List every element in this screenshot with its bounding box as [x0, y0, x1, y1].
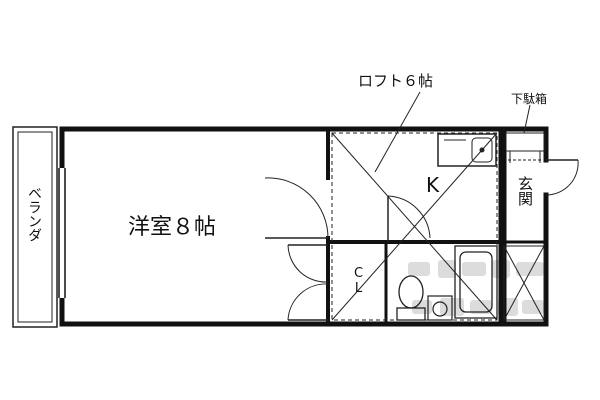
bathtub — [454, 245, 498, 319]
closet-doors — [287, 244, 329, 321]
shoe-box — [505, 132, 545, 163]
kitchen-counter — [437, 133, 497, 167]
veranda — [12, 126, 58, 328]
veranda-label: ベランダ — [26, 186, 42, 242]
balcony-window — [58, 168, 66, 298]
closet-label: CL — [351, 266, 366, 296]
room-door — [264, 177, 329, 239]
shoe-box-leader-line — [523, 104, 531, 134]
bath-door — [387, 195, 431, 242]
toilet — [396, 275, 426, 321]
entrance-door — [545, 159, 579, 196]
loft-leader-line — [374, 91, 421, 173]
loft-label: ロフト６帖 — [358, 72, 433, 90]
wash-basin — [427, 295, 453, 321]
kitchen-label: K — [426, 173, 440, 197]
western-room-label: 洋室８帖 — [128, 215, 216, 240]
shoe-box-label: 下駄箱 — [511, 91, 547, 106]
entrance-label: 玄関 — [516, 176, 534, 206]
interior-walls — [326, 127, 548, 326]
storage-box — [503, 245, 545, 321]
